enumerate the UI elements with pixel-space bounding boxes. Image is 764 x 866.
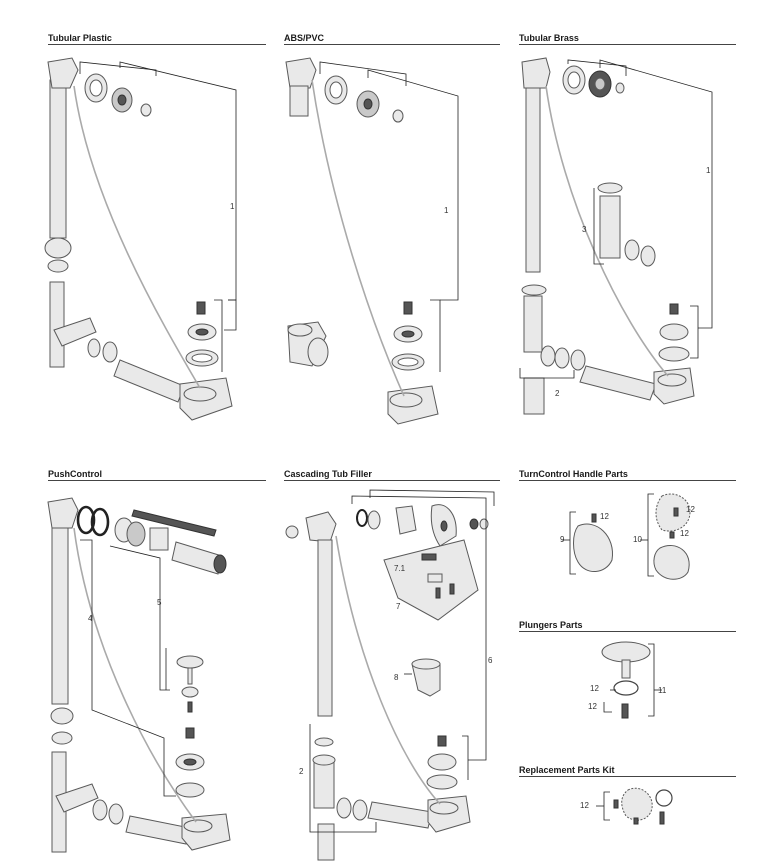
- section-title-tubular-plastic: Tubular Plastic: [48, 33, 112, 43]
- section-rule-plungers: [519, 631, 736, 632]
- callout-1-tubular-brass: 1: [706, 166, 711, 175]
- section-rule-turncontrol: [519, 480, 736, 481]
- cascading-tub-filler-assembly: [285, 489, 495, 861]
- callout-1-abs-pvc: 1: [444, 206, 449, 215]
- section-title-pushcontrol: PushControl: [48, 469, 102, 479]
- callout-7-1-cascading: 7.1: [394, 564, 406, 573]
- turncontrol-handle-parts: [562, 493, 691, 580]
- section-title-replacement: Replacement Parts Kit: [519, 765, 615, 775]
- callout-2-tubular-brass: 2: [555, 389, 560, 398]
- section-rule-cascading: [284, 480, 500, 481]
- callout-9-turncontrol: 9: [560, 535, 565, 544]
- callout-1-tubular-plastic: 1: [230, 202, 235, 211]
- section-rule-pushcontrol: [48, 480, 266, 481]
- section-rule-abs-pvc: [284, 44, 500, 45]
- callout-7-cascading: 7: [396, 602, 401, 611]
- callout-5-pushcontrol: 5: [157, 598, 162, 607]
- section-title-abs-pvc: ABS/PVC: [284, 33, 325, 43]
- section-rule-replacement: [519, 776, 736, 777]
- callout-12-replacement: 12: [580, 801, 589, 810]
- section-title-cascading: Cascading Tub Filler: [284, 469, 372, 479]
- callout-12-plungers-lower: 12: [588, 702, 597, 711]
- tubular-plastic-assembly: [44, 57, 237, 421]
- callout-3-tubular-brass: 3: [582, 225, 587, 234]
- callout-12-plungers-upper: 12: [590, 684, 599, 693]
- plungers-parts: [601, 641, 662, 719]
- section-title-plungers: Plungers Parts: [519, 620, 583, 630]
- section-rule-tubular-plastic: [48, 44, 266, 45]
- pushcontrol-assembly: [47, 497, 231, 853]
- callout-4-pushcontrol: 4: [88, 614, 93, 623]
- section-title-tubular-brass: Tubular Brass: [519, 33, 579, 43]
- callout-8-cascading: 8: [394, 673, 399, 682]
- callout-12-turncontrol-top: 12: [686, 505, 695, 514]
- replacement-parts-kit: [596, 787, 673, 825]
- callout-12-turncontrol-left: 12: [600, 512, 609, 521]
- callout-12-turncontrol-mid: 12: [680, 529, 689, 538]
- callout-10-turncontrol: 10: [633, 535, 642, 544]
- section-rule-tubular-brass: [519, 44, 736, 45]
- abs-pvc-assembly: [285, 57, 459, 425]
- callout-6-cascading: 6: [488, 656, 493, 665]
- callout-2-cascading: 2: [299, 767, 304, 776]
- callout-11-plungers: 11: [658, 686, 667, 695]
- section-title-turncontrol: TurnControl Handle Parts: [519, 469, 628, 479]
- tubular-brass-assembly: [519, 57, 713, 415]
